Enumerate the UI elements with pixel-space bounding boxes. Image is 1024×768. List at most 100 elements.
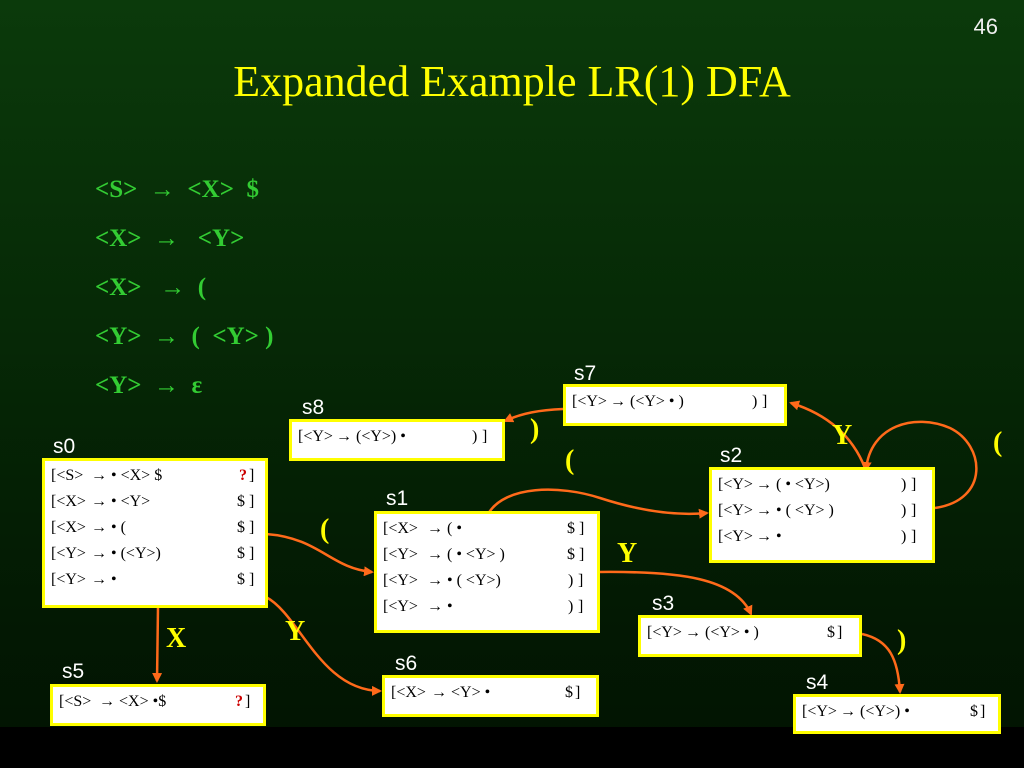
- item-text: [<Y>: [298, 428, 333, 445]
- item-text: → ( •: [427, 520, 462, 537]
- edge-s2-s7: [789, 400, 867, 469]
- item-text: [<Y>: [802, 703, 837, 720]
- state-item: [<Y>→ • ( <Y>))]: [383, 568, 591, 594]
- item-text: ]: [578, 598, 584, 615]
- state-item: [<Y>→ • ( <Y> ))]: [718, 498, 926, 524]
- item-text: ?: [239, 467, 247, 484]
- state-item: [<Y>→ •$]: [51, 567, 259, 593]
- item-text: [<Y>: [51, 571, 86, 588]
- item-text: [<Y>: [572, 393, 607, 410]
- item-text: ]: [249, 493, 255, 510]
- item-text: ?: [235, 693, 243, 710]
- state-label-s0: s0: [53, 435, 76, 458]
- item-text: [<X>: [51, 519, 86, 536]
- edge-s0-s1: [265, 532, 374, 577]
- edge-s0-s6: [265, 595, 382, 696]
- edge-s2-s2: [861, 420, 978, 510]
- item-text: [<Y>: [718, 528, 753, 545]
- item-text: → ( • <Y>): [756, 476, 830, 493]
- item-text: ): [472, 428, 478, 445]
- edge-label-s1-s2: (: [565, 445, 575, 476]
- state-label-s1: s1: [386, 487, 409, 510]
- item-text: $: [567, 546, 575, 563]
- item-text: $: [237, 545, 245, 562]
- item-text: [<Y>: [718, 502, 753, 519]
- item-text: ]: [762, 393, 768, 410]
- item-text: ]: [249, 571, 255, 588]
- item-text: ]: [837, 624, 843, 641]
- item-text: ]: [579, 546, 585, 563]
- item-text: [<S>: [51, 467, 84, 484]
- state-label-s4: s4: [806, 671, 829, 694]
- state-item: [<Y>→ • (<Y>)$]: [51, 541, 259, 567]
- state-item: [<X> → <Y> • $]: [391, 680, 590, 706]
- item-text: → •: [427, 598, 453, 615]
- state-s2: [<Y>→ ( • <Y>))] [<Y>→ • ( <Y> ))] [<Y>→…: [709, 467, 935, 563]
- edge-s1-s3: [597, 570, 753, 616]
- state-s4: [<Y>→ (<Y>) •$]: [793, 694, 1001, 734]
- edge-s1-s2: [486, 488, 709, 519]
- edge-s3-s4: [861, 632, 905, 694]
- item-text: → <Y> •: [431, 684, 491, 701]
- item-text: $: [565, 684, 573, 701]
- state-s0: [<S>→ • <X> $?] [<X> → • <Y> $] [<X> → • ( $…: [42, 458, 268, 608]
- item-text: → ( • <Y> ): [427, 546, 505, 563]
- item-text: $: [970, 703, 978, 720]
- item-text: → (<Y> • ): [685, 624, 759, 641]
- grammar-rule-4: <Y> → ( <Y> ): [95, 323, 274, 350]
- item-text: [<X>: [51, 493, 86, 510]
- item-text: → •: [91, 571, 117, 588]
- item-text: ): [568, 572, 574, 589]
- state-item: [<Y>→ (<Y>) •)]: [298, 424, 496, 450]
- item-text: [<X>: [391, 684, 426, 701]
- state-item: [<Y>→ (<Y> • )$]: [647, 620, 853, 646]
- item-text: [<Y>: [718, 476, 753, 493]
- state-item: [<X>→ • <Y>$]: [51, 489, 259, 515]
- edge-s0-s5: [152, 606, 163, 683]
- edge-s7-s8: [503, 407, 564, 423]
- item-text: ]: [911, 502, 917, 519]
- item-text: → • ( <Y>): [427, 572, 501, 589]
- grammar-rule-5: <Y> → ε: [95, 372, 203, 399]
- state-label-s5: s5: [62, 660, 85, 683]
- edge-label-s1-s3: Y: [617, 538, 638, 569]
- slide-title: Expanded Example LR(1) DFA: [233, 57, 791, 106]
- item-text: → • (: [91, 519, 126, 536]
- item-text: ): [901, 502, 907, 519]
- item-text: → (<Y> • ): [610, 393, 684, 410]
- item-text: ): [752, 393, 758, 410]
- edge-label-s2-s2: (: [993, 427, 1003, 458]
- state-s8: [<Y>→ (<Y>) •)]: [289, 419, 505, 461]
- state-item: [<Y> → •)]: [383, 594, 591, 620]
- item-text: $: [567, 520, 575, 537]
- state-item: [<S>→ • <X> $?]: [51, 463, 259, 489]
- item-text: [<Y>: [383, 546, 418, 563]
- item-text: ]: [482, 428, 488, 445]
- item-text: ]: [575, 684, 581, 701]
- item-text: $: [237, 519, 245, 536]
- state-item: [<Y>→ (<Y> • ))]: [572, 389, 778, 415]
- edge-label-s0-s6: Y: [285, 616, 306, 647]
- item-text: → • <Y>: [91, 493, 151, 510]
- grammar-rule-3: <X> → (: [95, 274, 207, 301]
- item-text: ]: [249, 519, 255, 536]
- grammar-rule-2: <X> → <Y>: [95, 225, 245, 252]
- item-text: ]: [245, 693, 251, 710]
- item-text: ]: [578, 572, 584, 589]
- state-s1: [<X>→ ( •$] [<Y>→ ( • <Y> )$] [<Y>→ • ( …: [374, 511, 600, 633]
- state-label-s2: s2: [720, 444, 743, 467]
- state-s7: [<Y>→ (<Y> • ))]: [563, 384, 787, 426]
- item-text: ]: [579, 520, 585, 537]
- item-text: [<X>: [383, 520, 418, 537]
- item-text: ): [568, 598, 574, 615]
- state-label-s3: s3: [652, 592, 675, 615]
- item-text: [<Y>: [383, 598, 418, 615]
- state-s5: [<S>→ <X> •$?]: [50, 684, 266, 726]
- grammar-rule-1: <S> → <X> $: [95, 176, 259, 203]
- state-item: [<X> → • ( $]: [51, 515, 259, 541]
- item-text: → • ( <Y> ): [756, 502, 834, 519]
- edge-label-s0-s5: X: [166, 623, 187, 654]
- edge-label-s0-s1: (: [320, 514, 330, 545]
- item-text: ): [901, 476, 907, 493]
